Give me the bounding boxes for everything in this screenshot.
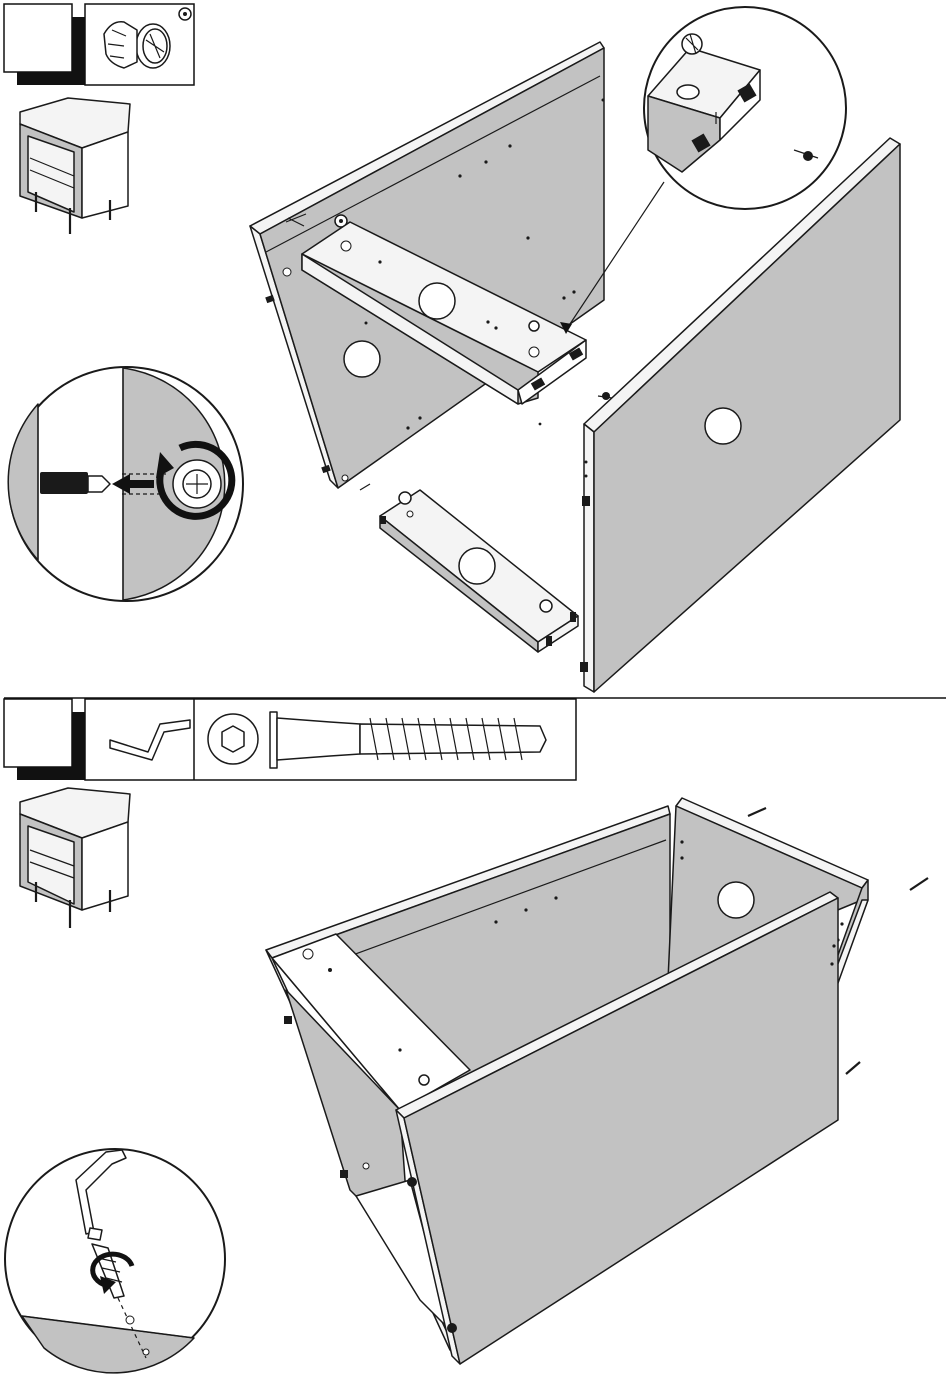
cabinet-thumbnail-a xyxy=(20,98,130,234)
hex-head-icon xyxy=(208,714,258,764)
step-a-header xyxy=(4,4,194,85)
cabinet-thumbnail-b xyxy=(20,788,130,928)
cabinet-carcass xyxy=(266,798,928,1364)
left-panel-label-circle xyxy=(344,341,380,377)
allen-key-screw-detail xyxy=(5,1149,225,1373)
step-b-header xyxy=(4,699,576,780)
shelf-panel-bottom xyxy=(380,490,578,652)
back-panel-label-circle xyxy=(718,882,754,918)
right-panel-label-circle xyxy=(705,408,741,444)
bottom-shelf-label-circle xyxy=(459,548,495,584)
top-shelf-label-circle xyxy=(419,283,455,319)
cam-lock-rotate-detail xyxy=(8,367,243,601)
step-b-number-box xyxy=(4,699,72,767)
cam-bolt-insert-detail xyxy=(644,7,846,209)
right-side-panel xyxy=(580,138,900,692)
step-a-number-box xyxy=(4,4,72,72)
